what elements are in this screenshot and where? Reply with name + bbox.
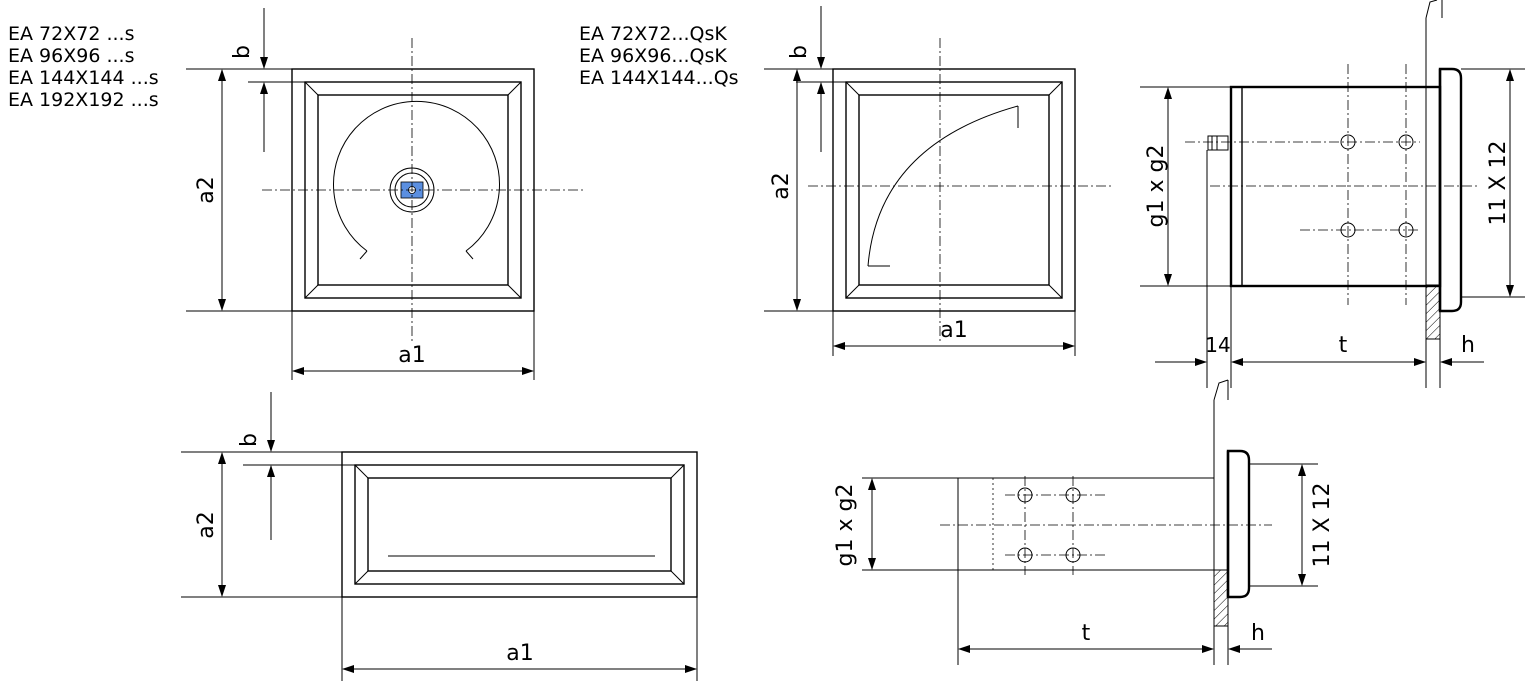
dim-flange: 11 X 12 xyxy=(1310,482,1335,567)
side-view-lower: g1 x g2 11 X 12 t h xyxy=(833,379,1335,665)
model-label: EA 96X96...QsK xyxy=(579,45,727,67)
model-label: EA 96X96 ...s xyxy=(8,45,135,67)
dim-h: h xyxy=(1251,621,1265,646)
dim-g1-g2: g1 x g2 xyxy=(1144,145,1169,228)
model-label: EA 144X144...Qs xyxy=(579,67,739,89)
model-label: EA 144X144 ...s xyxy=(8,67,159,89)
dim-t: t xyxy=(1082,621,1091,646)
dim-a1: a1 xyxy=(506,641,533,666)
dim-a2: a2 xyxy=(769,172,794,199)
dim-flange: 11 X 12 xyxy=(1486,140,1511,225)
model-label: EA 192X192 ...s xyxy=(8,89,159,111)
dim-a1: a1 xyxy=(398,343,425,368)
model-label: EA 72X72 ...s xyxy=(8,23,135,45)
model-list-s: EA 72X72 ...s EA 96X96 ...s EA 144X144 .… xyxy=(8,23,159,111)
panel-cutaway xyxy=(1425,284,1441,340)
front-view-round-meter: a2 b a1 xyxy=(186,8,585,380)
dim-h: h xyxy=(1461,333,1475,358)
dim-g1-g2: g1 x g2 xyxy=(833,484,858,567)
panel-cutaway xyxy=(1213,569,1229,627)
dim-a1: a1 xyxy=(940,318,967,343)
front-view-quadrant-meter: a2 b a1 xyxy=(764,6,1112,356)
dim-t: t xyxy=(1339,333,1348,358)
dim-depth-offset: 14 xyxy=(1205,333,1230,357)
dim-b: b xyxy=(787,45,812,59)
side-view-upper: g1 x g2 11 X 12 14 t h xyxy=(1140,0,1525,388)
dim-a2: a2 xyxy=(194,511,219,538)
front-view-edgewise-meter: a2 b a1 xyxy=(181,392,698,681)
dim-b: b xyxy=(230,45,255,59)
dim-b: b xyxy=(237,433,262,447)
dim-a2: a2 xyxy=(194,176,219,203)
model-list-qsk: EA 72X72...QsK EA 96X96...QsK EA 144X144… xyxy=(579,23,739,89)
model-label: EA 72X72...QsK xyxy=(579,23,727,45)
